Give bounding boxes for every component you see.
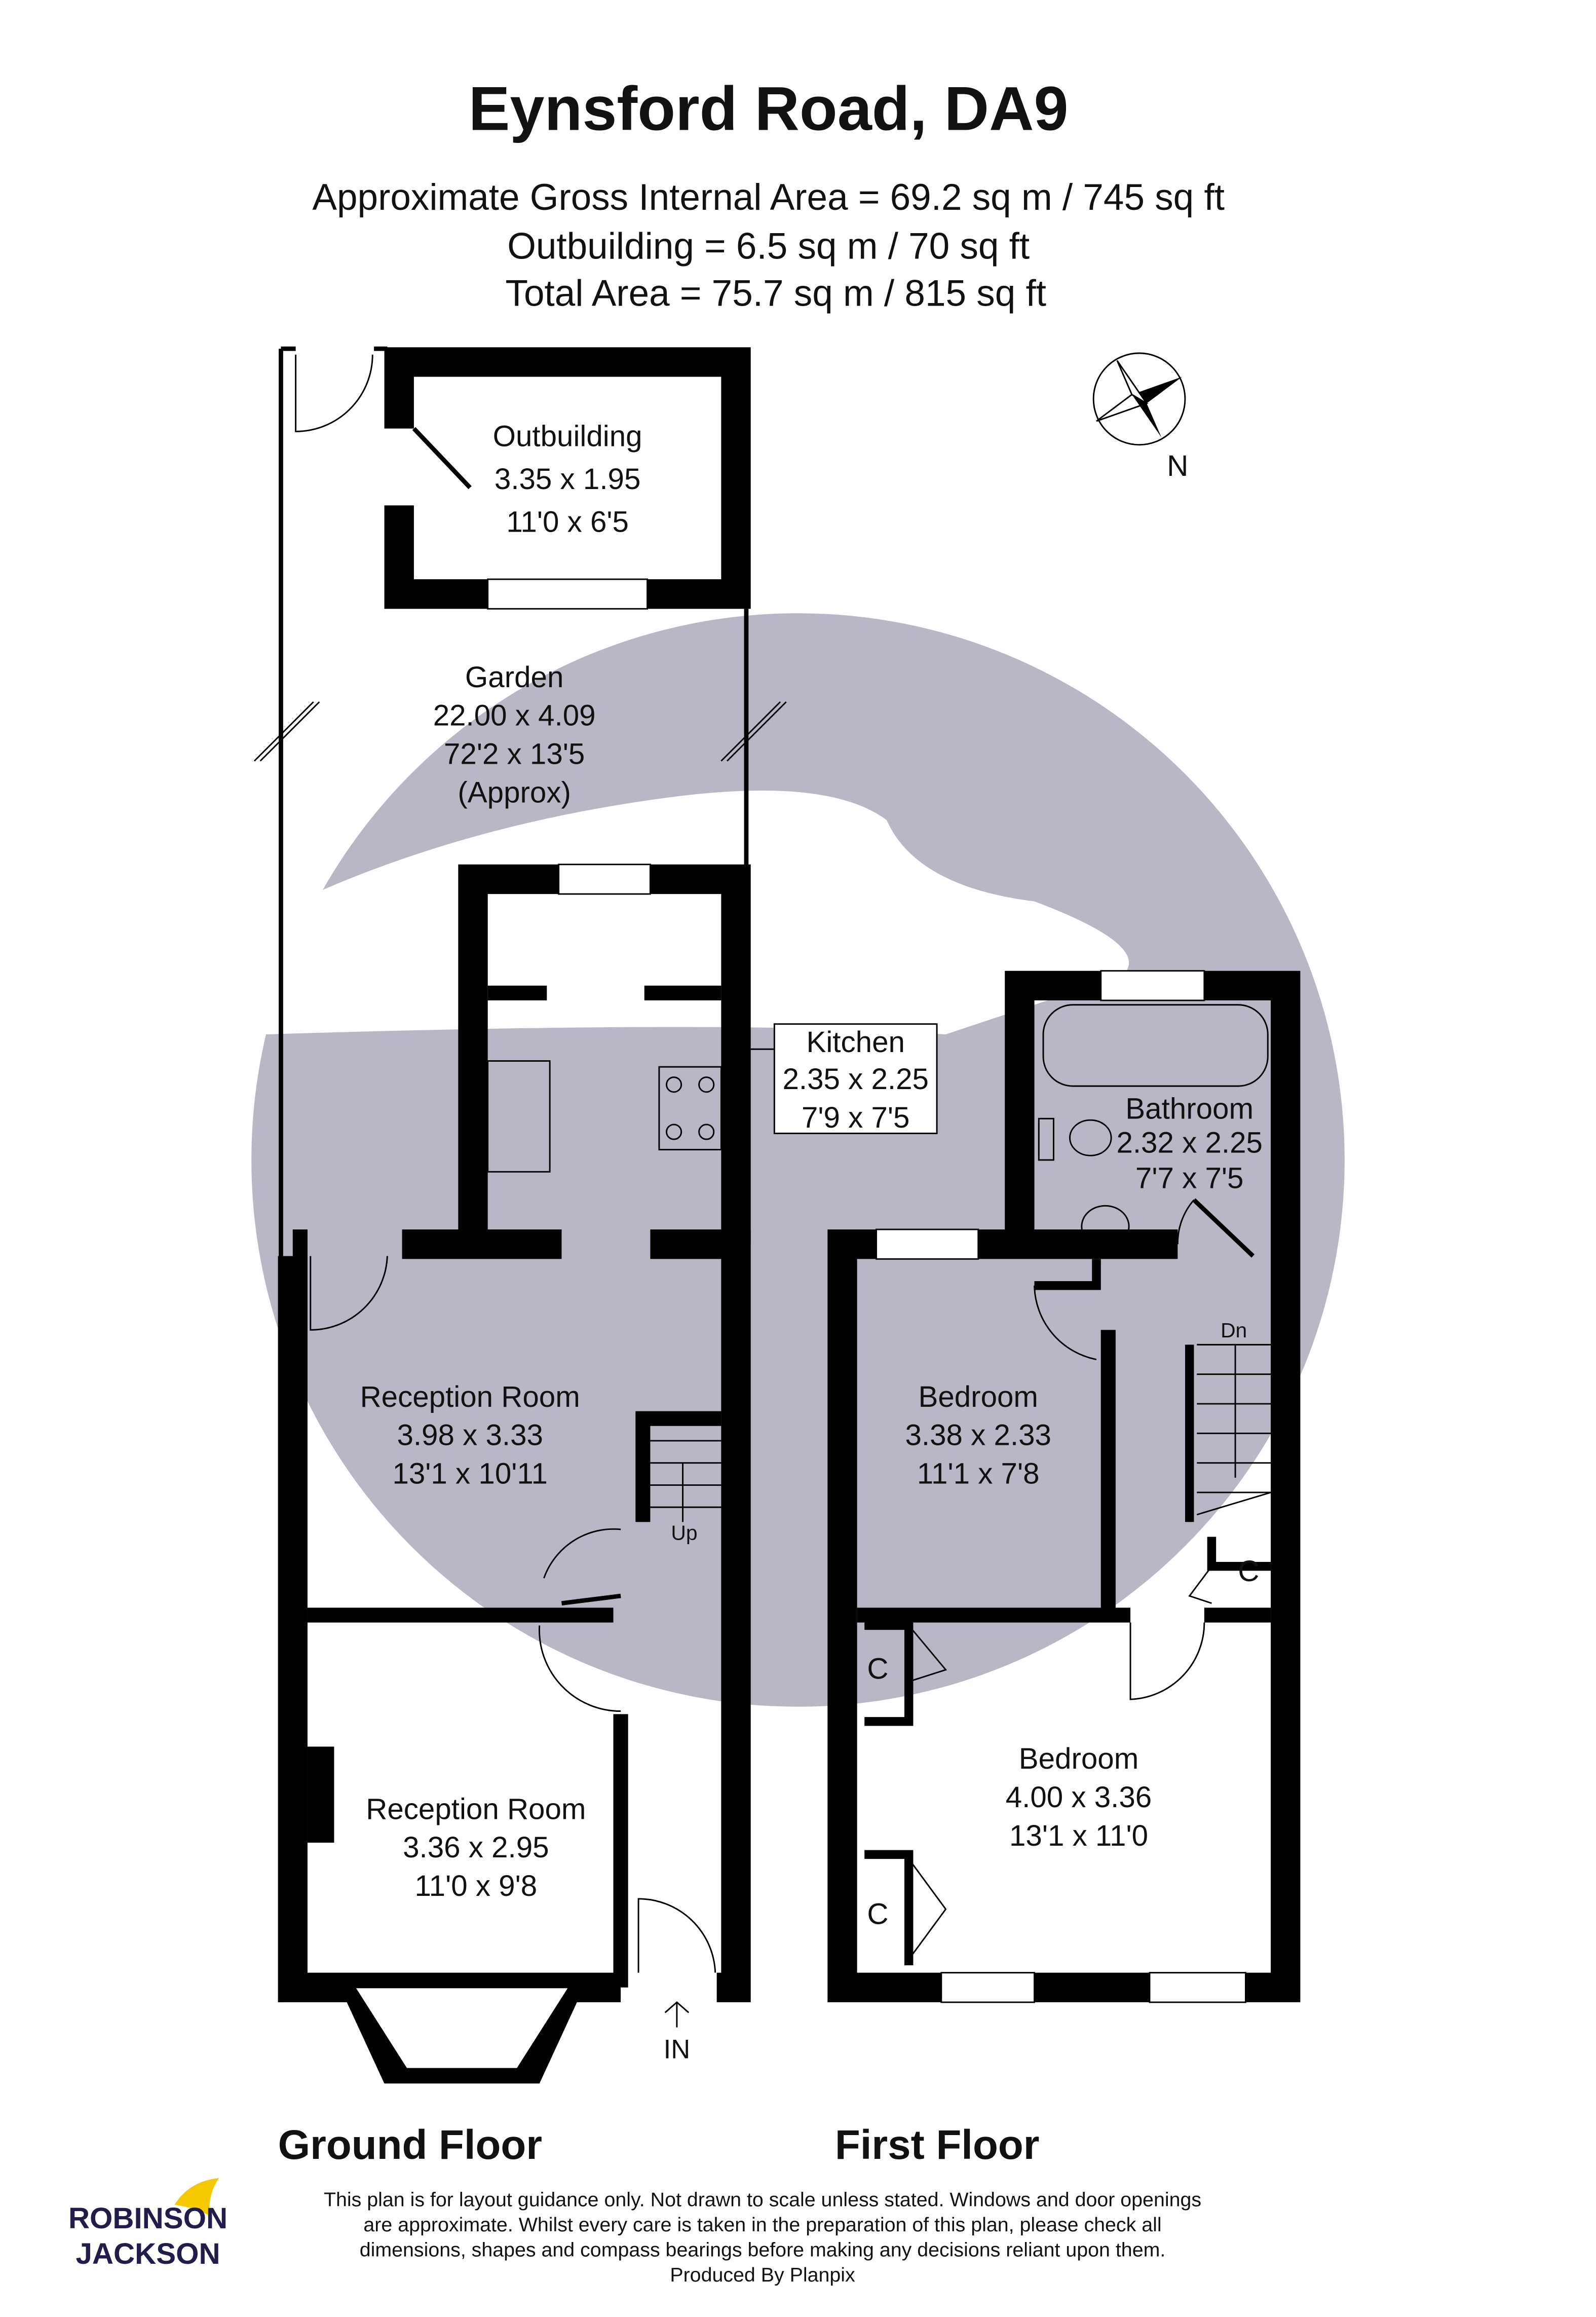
garden-note: (Approx)	[458, 776, 571, 809]
stairs-down-label: Dn	[1221, 1319, 1247, 1342]
outbuilding-area: Outbuilding = 6.5 sq m / 70 sq ft	[507, 226, 1030, 267]
reception-room-1-metric: 3.98 x 3.33	[397, 1419, 543, 1452]
bedroom-2-imperial: 13'1 x 11'0	[1009, 1819, 1148, 1852]
garden-metric: 22.00 x 4.09	[433, 699, 596, 732]
reception-room-2-imperial: 11'0 x 9'8	[415, 1870, 538, 1902]
bathroom-metric: 2.32 x 2.25	[1116, 1126, 1262, 1159]
bathroom-name: Bathroom	[1125, 1092, 1253, 1125]
bedroom-1-name: Bedroom	[918, 1380, 1038, 1413]
logo-line-2: JACKSON	[76, 2237, 220, 2270]
disclaimer-line: are approximate. Whilst every care is ta…	[363, 2214, 1161, 2236]
stairs-up-label: Up	[671, 1521, 697, 1544]
kitchen-name: Kitchen	[806, 1026, 904, 1059]
cupboard-label: C	[867, 1897, 888, 1930]
bathroom-imperial: 7'7 x 7'5	[1135, 1162, 1244, 1194]
disclaimer: This plan is for layout guidance only. N…	[324, 2188, 1201, 2286]
kitchen-imperial: 7'9 x 7'5	[802, 1101, 910, 1134]
ground-floor-label: Ground Floor	[278, 2122, 542, 2168]
reception-room-2-name: Reception Room	[366, 1792, 586, 1825]
outbuilding-imperial: 11'0 x 6'5	[506, 506, 629, 539]
compass-north-label: N	[1167, 450, 1188, 482]
first-floor-label: First Floor	[835, 2122, 1040, 2168]
bedroom-2-metric: 4.00 x 3.36	[1006, 1781, 1152, 1814]
gross-internal-area: Approximate Gross Internal Area = 69.2 s…	[312, 177, 1225, 218]
bedroom-2-name: Bedroom	[1019, 1742, 1139, 1775]
reception-room-2-metric: 3.36 x 2.95	[403, 1831, 549, 1864]
garden-name: Garden	[465, 661, 563, 694]
kitchen-metric: 2.35 x 2.25	[782, 1063, 928, 1096]
watermark	[251, 613, 1345, 1707]
bedroom-1-imperial: 11'1 x 7'8	[917, 1457, 1040, 1490]
ground-floor-plan	[253, 346, 787, 2084]
entrance-label: IN	[664, 2035, 690, 2065]
logo-swoosh-icon	[174, 2178, 219, 2217]
producer-credit: Produced By Planpix	[670, 2264, 855, 2286]
kitchen-label-box	[773, 1023, 938, 1134]
garden-imperial: 72'2 x 13'5	[444, 737, 585, 770]
compass-icon	[1092, 352, 1186, 446]
disclaimer-line: This plan is for layout guidance only. N…	[324, 2188, 1201, 2211]
total-area: Total Area = 75.7 sq m / 815 sq ft	[506, 273, 1046, 314]
cupboard-label: C	[867, 1652, 888, 1685]
robinson-jackson-logo: ROBINSON JACKSON	[68, 2178, 227, 2270]
cupboard-label: C	[1238, 1555, 1259, 1588]
bedroom-1-metric: 3.38 x 2.33	[905, 1419, 1051, 1452]
logo-line-1: ROBINSON	[68, 2202, 227, 2235]
reception-room-1-imperial: 13'1 x 10'11	[392, 1457, 547, 1490]
outbuilding-metric: 3.35 x 1.95	[495, 463, 640, 496]
reception-room-1-name: Reception Room	[360, 1380, 580, 1413]
plan-title: Eynsford Road, DA9	[469, 74, 1069, 143]
outbuilding-name: Outbuilding	[493, 420, 642, 453]
first-floor-plan	[827, 970, 1301, 2003]
disclaimer-line: dimensions, shapes and compass bearings …	[360, 2238, 1166, 2261]
